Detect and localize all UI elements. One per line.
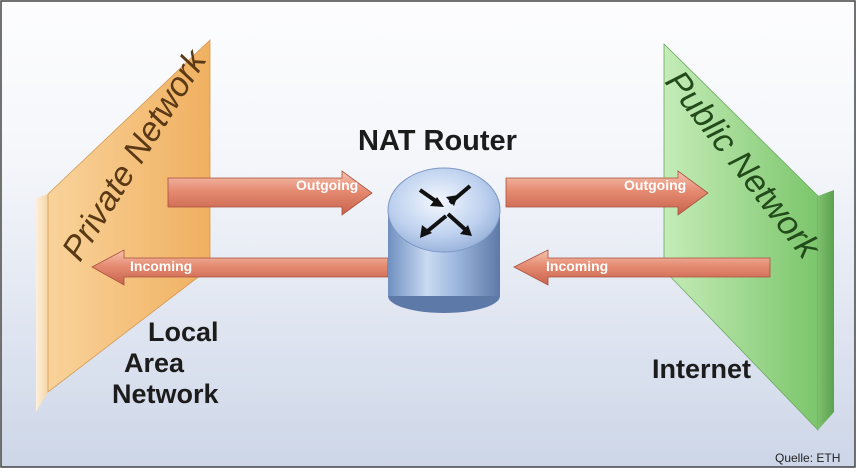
right-outgoing-arrow: Outgoing <box>505 170 709 216</box>
router-title: NAT Router <box>358 125 517 157</box>
caption-line: Area <box>124 348 185 378</box>
router-arrows-icon <box>418 184 472 238</box>
internet-label: Internet <box>652 354 752 384</box>
local-area-network-label: Local Area Network <box>112 317 219 410</box>
caption-line: Local <box>148 317 219 347</box>
source-credit: Quelle: ETH <box>775 451 841 465</box>
left-outgoing-label: Outgoing <box>296 177 358 193</box>
left-outgoing-arrow: Outgoing <box>167 170 373 216</box>
router-icon <box>387 167 501 313</box>
public-network-wall: Public Network <box>658 43 834 431</box>
right-outgoing-label: Outgoing <box>624 177 686 193</box>
left-incoming-label: Incoming <box>130 258 192 274</box>
caption-line: Network <box>112 379 219 409</box>
right-incoming-label: Incoming <box>546 258 608 274</box>
left-incoming-arrow: Incoming <box>91 249 389 286</box>
right-incoming-arrow: Incoming <box>513 249 771 286</box>
